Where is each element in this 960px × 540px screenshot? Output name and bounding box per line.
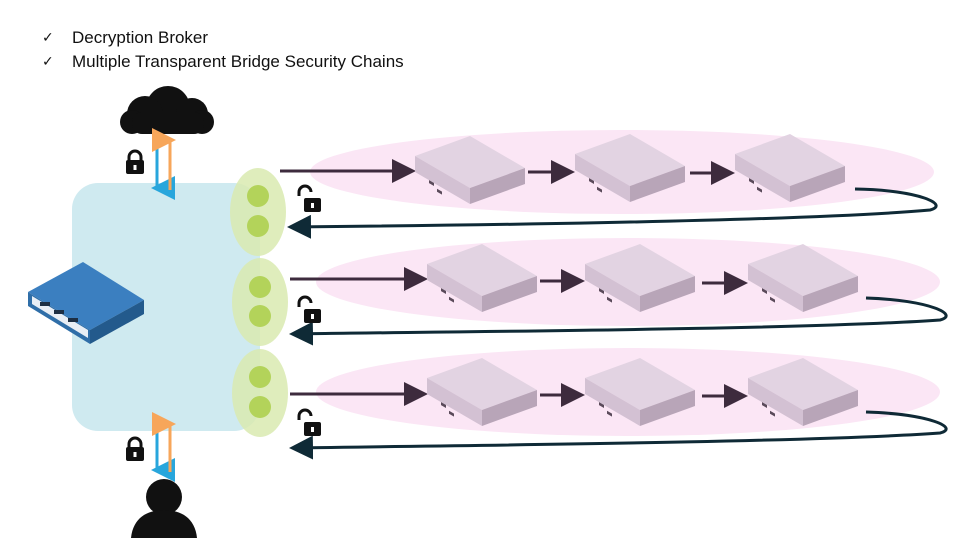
checkmark-icon: ✓ <box>42 30 54 46</box>
port-dot <box>249 396 271 418</box>
bullet-item: ✓ Multiple Transparent Bridge Security C… <box>42 50 404 74</box>
port-dot <box>249 305 271 327</box>
broker-zone <box>72 183 260 431</box>
checkmark-icon: ✓ <box>42 54 54 70</box>
unlocked-padlock-icon <box>297 184 321 212</box>
bullet-text: Decryption Broker <box>72 28 209 47</box>
port-dot <box>249 276 271 298</box>
cloud-icon <box>120 86 214 134</box>
port-dot <box>247 215 269 237</box>
unlocked-padlock-icon <box>297 295 321 323</box>
port-group-2 <box>232 258 288 346</box>
port-dot <box>249 366 271 388</box>
chain-1 <box>280 134 938 239</box>
user-icon <box>131 479 197 538</box>
locked-padlock-icon <box>126 436 144 461</box>
firewall-appliance-icon <box>28 262 144 344</box>
return-path <box>289 296 948 346</box>
port-group-1 <box>230 168 286 256</box>
port-dot <box>247 185 269 207</box>
bullet-list: ✓ Decryption Broker ✓ Multiple Transpare… <box>42 26 404 74</box>
bullet-item: ✓ Decryption Broker <box>42 26 404 50</box>
locked-padlock-icon <box>126 149 144 174</box>
chain-3 <box>289 358 948 460</box>
unlocked-padlock-icon <box>297 408 321 436</box>
return-path <box>287 187 938 239</box>
port-group-3 <box>232 349 288 437</box>
return-path <box>289 410 948 460</box>
bullet-text: Multiple Transparent Bridge Security Cha… <box>72 52 404 71</box>
chain-2 <box>289 244 948 346</box>
